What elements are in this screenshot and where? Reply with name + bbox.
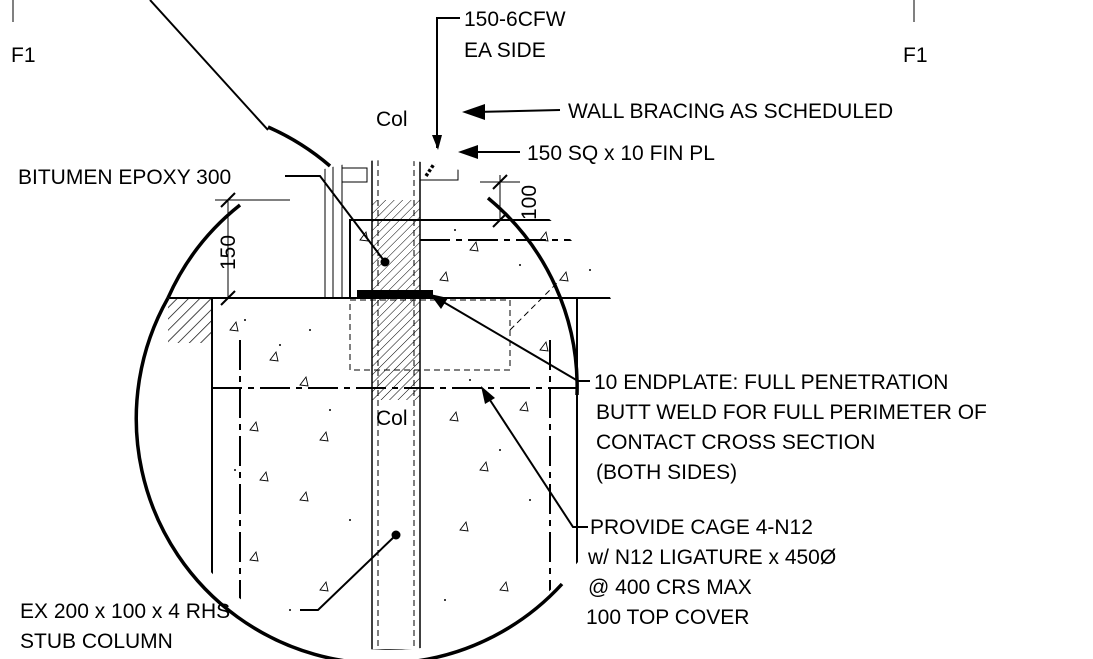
weld-label-2: EA SIDE xyxy=(464,39,546,62)
fin-plate-label: 150 SQ x 10 FIN PL xyxy=(527,142,715,165)
cage-label-1: PROVIDE CAGE 4-N12 xyxy=(590,516,813,539)
cage-label-3: @ 400 CRS MAX xyxy=(588,576,752,599)
dim-150-tick-top xyxy=(220,192,236,208)
grid-label-left: F1 xyxy=(11,44,36,67)
endplate-label-2: BUTT WELD FOR FULL PERIMETER OF xyxy=(596,401,987,424)
detail-callout-leader xyxy=(149,0,269,131)
pocket-hidden xyxy=(349,299,511,371)
fin-arrow xyxy=(458,145,478,159)
cage-leader xyxy=(487,396,588,528)
concrete-dots xyxy=(234,229,621,611)
col-label-bottom: Col xyxy=(376,407,408,430)
weld-arrow xyxy=(432,135,442,150)
detail-circle-arc xyxy=(267,125,332,168)
bracing-leader xyxy=(474,109,561,113)
weld-leader xyxy=(436,17,460,148)
endplate xyxy=(357,290,433,298)
stub-label-2: STUB COLUMN xyxy=(20,630,173,653)
bracing-weld xyxy=(424,160,452,177)
dim-150-label: 150 xyxy=(217,235,240,270)
bracing-arrow xyxy=(462,104,485,120)
cage-arrow xyxy=(481,386,495,404)
section-contents xyxy=(145,100,635,650)
grid-label-right: F1 xyxy=(903,44,928,67)
dim-100-tick-bottom xyxy=(492,212,508,228)
cage-label-4: 100 TOP COVER xyxy=(586,606,749,629)
endplate-label-1: 10 ENDPLATE: FULL PENETRATION xyxy=(594,371,948,394)
bitumen-hatch xyxy=(372,200,420,400)
hidden-diag xyxy=(509,279,561,331)
stub-label-1: EX 200 x 100 x 4 RHS xyxy=(20,600,230,623)
cage-label-2: w/ N12 LIGATURE x 450Ø xyxy=(587,546,836,569)
wall-bracing xyxy=(445,100,495,140)
detail-circle-arc-right xyxy=(486,196,579,396)
fin-plate xyxy=(419,160,459,181)
wall-bracing-label: WALL BRACING AS SCHEDULED xyxy=(568,100,893,123)
detail-circle-arc-lower xyxy=(134,297,564,659)
dim-100-label: 100 xyxy=(518,185,541,220)
col-label-top: Col xyxy=(376,108,408,131)
endplate-label-4: (BOTH SIDES) xyxy=(596,461,737,484)
bitumen-label: BITUMEN EPOXY 300 xyxy=(18,166,231,189)
detail-circle-arc-left xyxy=(166,203,242,299)
earth-hatch xyxy=(168,298,212,343)
endplate-leader xyxy=(439,299,590,382)
dim-150-tick-bottom xyxy=(220,290,236,306)
endplate-label-3: CONTACT CROSS SECTION xyxy=(596,431,875,454)
dim-100-tick-top xyxy=(492,174,508,190)
endplate-arrow xyxy=(430,294,448,309)
wall-block xyxy=(341,167,368,183)
bitumen-leader xyxy=(285,175,386,263)
weld-label-1: 150-6CFW xyxy=(464,8,566,31)
stub-leader xyxy=(300,534,397,611)
